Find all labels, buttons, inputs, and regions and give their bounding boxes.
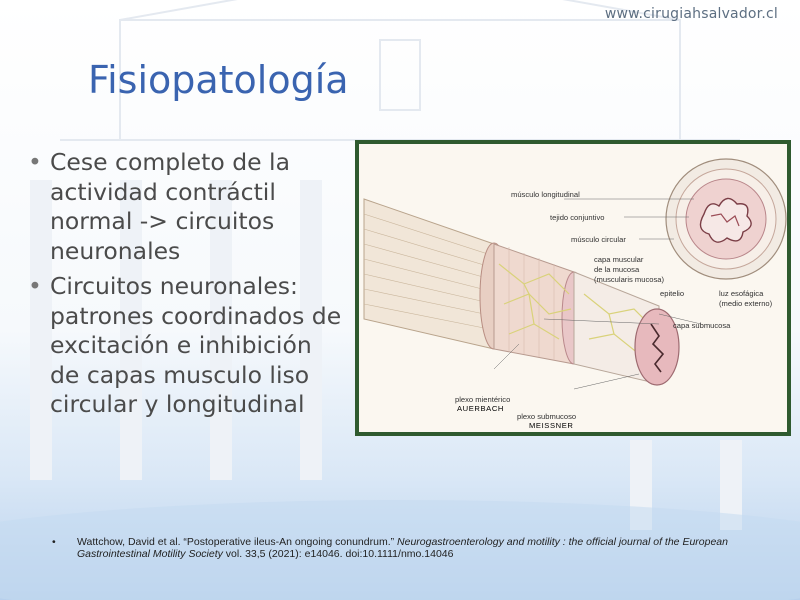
label-tejido-conjuntivo: tejido conjuntivo — [550, 213, 604, 222]
bullet-item: • Circuitos neuronales: patrones coordin… — [28, 272, 346, 420]
reference-journal: Neurogastroenterology and motility : the… — [77, 536, 728, 560]
label-meissner: MEISSNER — [529, 421, 573, 430]
bullet-text: Cese completo de la actividad contráctil… — [50, 148, 290, 265]
label-musculo-longitudinal: músculo longitudinal — [511, 190, 580, 199]
label-capa-muscular: capa muscular — [594, 255, 644, 264]
reference-details: vol. 33,5 (2021): e14046. doi:10.1111/nm… — [222, 548, 454, 560]
bullet-text: Circuitos neuronales: patrones coordinad… — [50, 272, 342, 418]
label-auerbach: AUERBACH — [457, 404, 504, 413]
label-luz-esofagica: luz esofágica — [719, 289, 764, 298]
label-capa-submucosa: capa submucosa — [673, 321, 731, 330]
esophagus-diagram: músculo longitudinal tejido conjuntivo m… — [363, 158, 787, 430]
label-medio-externo: (medio externo) — [719, 299, 773, 308]
label-plexo-mienterico: plexo mientérico — [455, 395, 510, 404]
reference-authors: Wattchow, David et al. “Postoperative il… — [77, 536, 398, 548]
bullet-list: • Cese completo de la actividad contráct… — [28, 148, 346, 426]
esophagus-layers-illustration: músculo longitudinal tejido conjuntivo m… — [355, 140, 791, 436]
bullet-marker: • — [28, 272, 42, 300]
label-musculo-circular: músculo circular — [571, 235, 626, 244]
bullet-item: • Cese completo de la actividad contráct… — [28, 148, 346, 266]
label-epitelio: epitelio — [660, 289, 684, 298]
bullet-marker: • — [28, 148, 42, 176]
site-url[interactable]: www.cirugiahsalvador.cl — [604, 6, 778, 22]
label-plexo-submucoso: plexo submucoso — [517, 412, 576, 421]
label-capa-muscular-3: (muscularis mucosa) — [594, 275, 665, 284]
bullet-marker: • — [52, 536, 56, 548]
reference-text: Wattchow, David et al. “Postoperative il… — [55, 536, 775, 560]
label-capa-muscular-2: de la mucosa — [594, 265, 640, 274]
page-title: Fisiopatología — [88, 58, 349, 102]
reference-citation: • Wattchow, David et al. “Postoperative … — [52, 536, 775, 560]
